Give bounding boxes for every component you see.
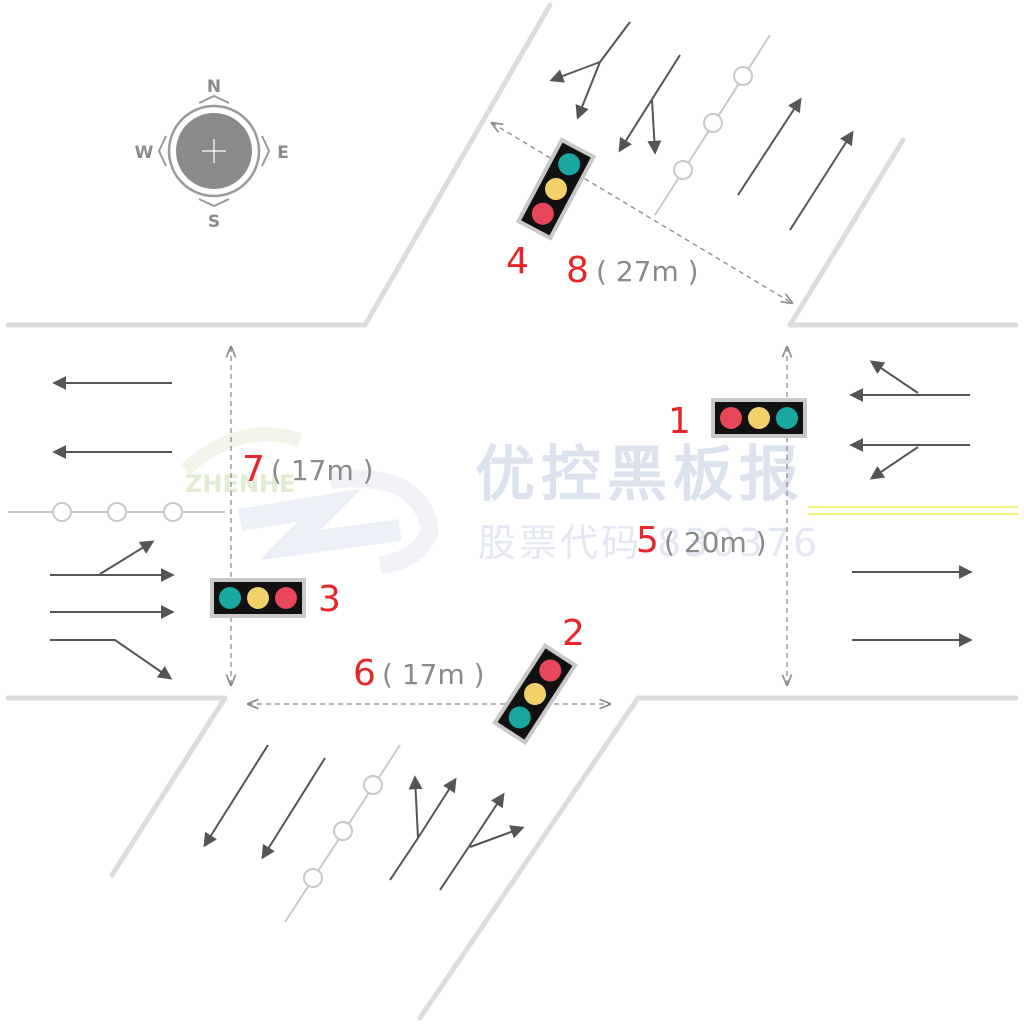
compass-east-chevron-icon	[261, 135, 271, 167]
arrow-north-exit	[789, 130, 854, 231]
crossing-label-6: 6 ( 17m )	[353, 653, 485, 694]
signal-lamp-green-icon	[558, 153, 581, 176]
compass-chevrons	[157, 94, 271, 208]
road-edge-north-left	[362, 2, 553, 328]
arrow-south-exit	[203, 744, 269, 848]
arrow-north-straight	[575, 21, 631, 120]
crossing-lines	[231, 123, 792, 704]
arrow-south-straight-2	[439, 792, 505, 891]
north-center-marker	[703, 113, 723, 133]
signal-lamp-green-icon	[219, 587, 241, 609]
crossing-line-8	[492, 123, 792, 303]
road-edge-south-left	[109, 695, 228, 878]
compass-east-label: E	[277, 143, 289, 163]
crossing-8-distance: ( 27m )	[596, 255, 699, 288]
traffic-signal-4	[515, 137, 597, 241]
watermark-logo	[180, 427, 440, 574]
compass-west-label: W	[135, 143, 154, 163]
arrow-north-right-turn	[549, 61, 601, 83]
signal-lamp-green-icon	[776, 407, 798, 429]
signal-lamp-red-icon	[539, 659, 562, 682]
west-center-marker	[52, 502, 72, 522]
compass-north-chevron-icon	[198, 94, 230, 104]
arrow-west-left-turn	[99, 540, 155, 575]
arrow-south-exit	[261, 757, 326, 860]
watermark-brand: ZHENHE	[185, 470, 295, 498]
west-center-marker	[107, 502, 127, 522]
crossing-label-5: 5 ( 20m )	[636, 520, 767, 561]
arrow-north-straight-2	[618, 54, 681, 153]
arrow-east-right-turn	[869, 360, 919, 394]
crossing-7-number: 7	[242, 449, 265, 490]
arrow-west-right-turn	[50, 639, 173, 680]
arrow-south-right-turn	[469, 825, 525, 848]
road-edges	[5, 2, 1019, 1021]
signal-lamp-red-icon	[531, 202, 554, 225]
road-edge-north-right	[787, 137, 906, 328]
north-center-marker	[673, 160, 693, 180]
crossing-5-distance: ( 20m )	[664, 526, 767, 559]
compass-west-chevron-icon	[157, 135, 167, 167]
crossing-7-distance: ( 17m )	[271, 454, 374, 487]
arrow-north-exit	[737, 97, 802, 196]
arrow-east-left-turn	[869, 446, 919, 480]
south-center-marker	[333, 821, 353, 841]
signal-2-label: 2	[562, 613, 585, 654]
signal-lamp-red-icon	[275, 587, 297, 609]
signal-4-label: 4	[506, 241, 529, 282]
signal-1-label: 1	[668, 401, 691, 442]
crossing-label-7: 7 ( 17m )	[242, 449, 374, 490]
compass-south-label: S	[208, 212, 220, 232]
crossing-6-number: 6	[353, 653, 376, 694]
south-center-marker	[303, 868, 323, 888]
compass-south-chevron-icon	[198, 198, 230, 208]
east-center-line	[808, 506, 1018, 515]
signal-lamp-yellow-icon	[247, 587, 269, 609]
arrow-south-left-turn	[408, 775, 423, 839]
signal-lamp-yellow-icon	[524, 683, 546, 705]
west-center-marker	[163, 502, 183, 522]
watermark-title: 优控黑板报	[475, 440, 805, 510]
signal-lamp-green-icon	[508, 706, 531, 729]
crossing-6-distance: ( 17m )	[382, 658, 485, 691]
compass-crosshair-icon	[202, 139, 226, 163]
compass-north-label: N	[207, 77, 221, 97]
crossing-8-number: 8	[566, 250, 589, 291]
signal-lamp-red-icon	[720, 407, 742, 429]
traffic-signal-2	[492, 642, 578, 746]
signal-lamp-yellow-icon	[748, 407, 770, 429]
traffic-signal-3	[210, 578, 306, 618]
crossing-label-8: 8 ( 27m )	[566, 250, 699, 291]
signal-lamp-yellow-icon	[545, 178, 567, 200]
south-center-marker	[363, 775, 383, 795]
crossing-5-number: 5	[636, 520, 659, 561]
watermark: ZHENHE 优控黑板报 股票代码 830376	[180, 427, 820, 574]
signal-3-label: 3	[318, 579, 341, 620]
road-edge-south-right	[417, 695, 641, 1021]
north-center-marker	[733, 66, 753, 86]
traffic-signal-1	[711, 398, 807, 438]
arrow-south-straight	[389, 777, 457, 881]
compass: N S E W	[135, 77, 289, 232]
watermark-subtitle: 股票代码 830376	[478, 521, 820, 565]
arrow-north-left-turn	[647, 99, 662, 155]
